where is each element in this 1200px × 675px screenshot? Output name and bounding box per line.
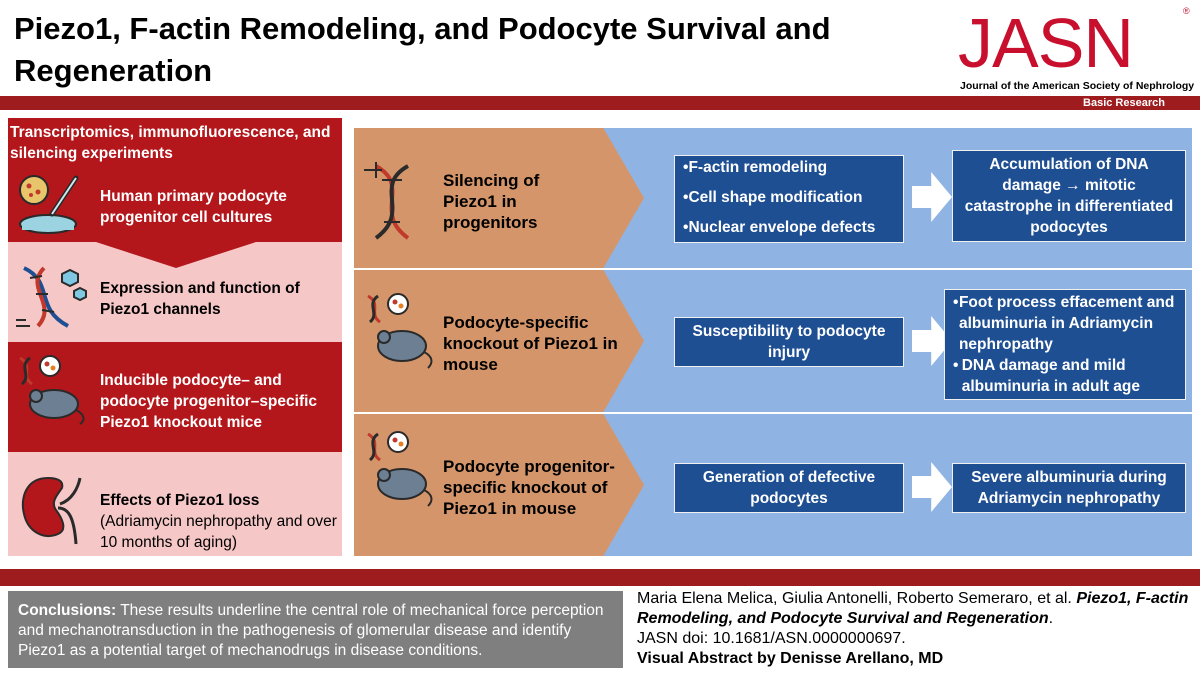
dna-molecule-icon [16,266,87,328]
knockout-mouse-icon [367,293,433,369]
conclusions-label: Conclusions: [18,602,117,619]
page-title: Piezo1, F-actin Remodeling, and Podocyte… [14,11,831,88]
effects-heading: Effects of Piezo1 loss [100,492,260,509]
knockout-mouse-icon [19,355,85,425]
row-progenitor-ko-label: Podocyte progenitor-specific knockout of… [443,457,615,518]
conclusions-text: These results underline the central role… [18,602,604,659]
effect-item: •Cell shape modification [683,189,863,206]
progenitor-ko-effect-box: Generation of defective podocytes [674,463,904,513]
kidney-icon [21,476,82,545]
row-podocyte-ko-label: Podocyte-specific knockout of Piezo1 in … [443,313,618,374]
section-label: Basic Research [1083,97,1165,109]
left-item-knockout-mice: Inducible podocyte– and podocyte progeni… [100,372,318,431]
podocyte-ko-outcome-box: •Foot process effacement and albuminuria… [944,289,1186,400]
citation-doi: JASN doi: 10.1681/ASN.0000000697. [637,630,906,647]
citation-authors: Maria Elena Melica, Giulia Antonelli, Ro… [637,590,1072,607]
journal-name: Journal of the American Society of Nephr… [960,80,1195,92]
podocyte-ko-effect-box: Susceptibility to podocyte injury [674,317,904,367]
header-divider-bar [0,96,1200,110]
row-silencing-label: Silencing of Piezo1 in progenitors [443,171,540,232]
jasn-logo: JASN [958,4,1134,82]
knockout-mouse-icon [367,431,433,507]
silencing-effects-box: •F-actin remodeling •Cell shape modifica… [674,155,904,243]
footer-divider-bar [0,569,1200,586]
left-item-cell-cultures: Human primary podocyte progenitor cell c… [100,188,287,226]
progenitor-ko-outcome-box: Severe albuminuria during Adriamycin nep… [952,463,1186,513]
petri-dish-pipette-icon [19,175,79,234]
outcome-item: •Foot process effacement and albuminuria… [953,294,1175,353]
effect-item: •Nuclear envelope defects [683,219,876,236]
visual-abstract-credit: Visual Abstract by Denisse Arellano, MD [637,650,944,667]
left-item-effects: Effects of Piezo1 loss (Adriamycin nephr… [100,490,340,553]
effect-item: •F-actin remodeling [683,159,828,176]
conclusions-box: Conclusions: These results underline the… [8,591,623,668]
methods-heading: Transcriptomics, immunofluorescence, and… [10,124,331,162]
citation: Maria Elena Melica, Giulia Antonelli, Ro… [637,589,1197,669]
silencing-outcome-box: Accumulation of DNA damage → mitotic cat… [952,150,1186,242]
citation-title: Piezo1, F-actin Remodeling, and Podocyte… [637,590,1189,627]
effects-subtext: (Adriamycin nephropathy and over 10 mont… [100,513,337,551]
left-item-piezo1-channels: Expression and function of Piezo1 channe… [100,280,300,318]
dna-scissors-icon [364,162,410,240]
outcome-item: •DNA damage and mild albuminuria in adul… [953,357,1140,395]
row-silencing-chevron [354,128,644,268]
registered-mark-icon: ® [1183,6,1190,16]
